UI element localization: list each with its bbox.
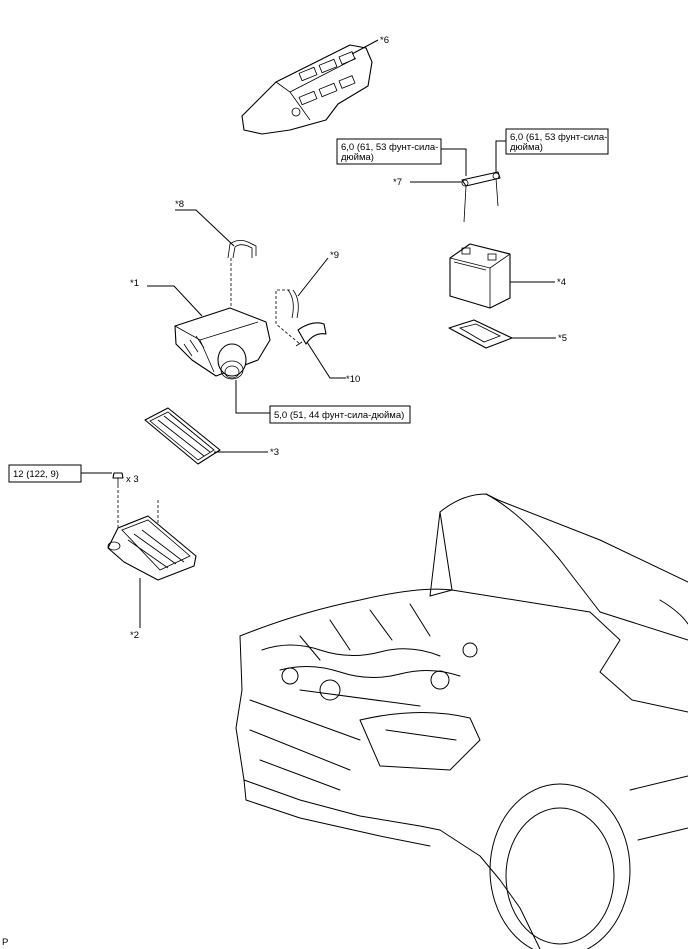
label-part3: *3 bbox=[270, 447, 279, 458]
label-part9: *9 bbox=[330, 250, 339, 261]
label-part6: *6 bbox=[380, 35, 389, 46]
torque-clamp-line2: дюйма) bbox=[341, 152, 374, 163]
battery-tray bbox=[448, 319, 513, 349]
air-cleaner-case bbox=[107, 515, 197, 581]
torque-box-clamp: 6,0 (61, 53 фунт-сила- дюйма) bbox=[336, 138, 442, 165]
air-cleaner-assembly bbox=[174, 307, 271, 380]
torque-bracket-line2: дюйма) bbox=[510, 142, 543, 153]
engine-cover bbox=[241, 44, 373, 135]
label-part2: *2 bbox=[130, 630, 139, 641]
bolt-icon bbox=[112, 472, 124, 488]
label-part10: *10 bbox=[346, 374, 360, 385]
outlet-hose bbox=[295, 322, 327, 347]
torque-bracket-line1: 6,0 (61, 53 фунт-сила- bbox=[510, 132, 607, 143]
torque-box-bolt: 12 (122, 9) bbox=[8, 464, 82, 483]
label-part4: *4 bbox=[557, 277, 566, 288]
label-part1: *1 bbox=[130, 278, 139, 289]
label-part8: *8 bbox=[175, 199, 184, 210]
bolt-quantity: x 3 bbox=[126, 474, 139, 485]
torque-box-bracket: 6,0 (61, 53 фунт-сила- дюйма) bbox=[505, 128, 609, 155]
battery-clamp bbox=[461, 171, 501, 223]
torque-bolt: 12 (122, 9) bbox=[13, 469, 59, 480]
intake-hose bbox=[227, 240, 257, 259]
corner-mark: P bbox=[2, 937, 8, 948]
battery bbox=[449, 243, 511, 309]
air-filter-element bbox=[144, 407, 221, 465]
torque-box-hose-clamp: 5,0 (51, 44 фунт-сила-дюйма) bbox=[269, 405, 411, 424]
label-part7: *7 bbox=[393, 177, 402, 188]
label-part5: *5 bbox=[558, 333, 567, 344]
torque-hose-clamp: 5,0 (51, 44 фунт-сила-дюйма) bbox=[274, 410, 404, 421]
torque-clamp-line1: 6,0 (61, 53 фунт-сила- bbox=[341, 142, 438, 153]
vehicle-location-view bbox=[235, 493, 688, 949]
vent-hose bbox=[287, 289, 299, 319]
